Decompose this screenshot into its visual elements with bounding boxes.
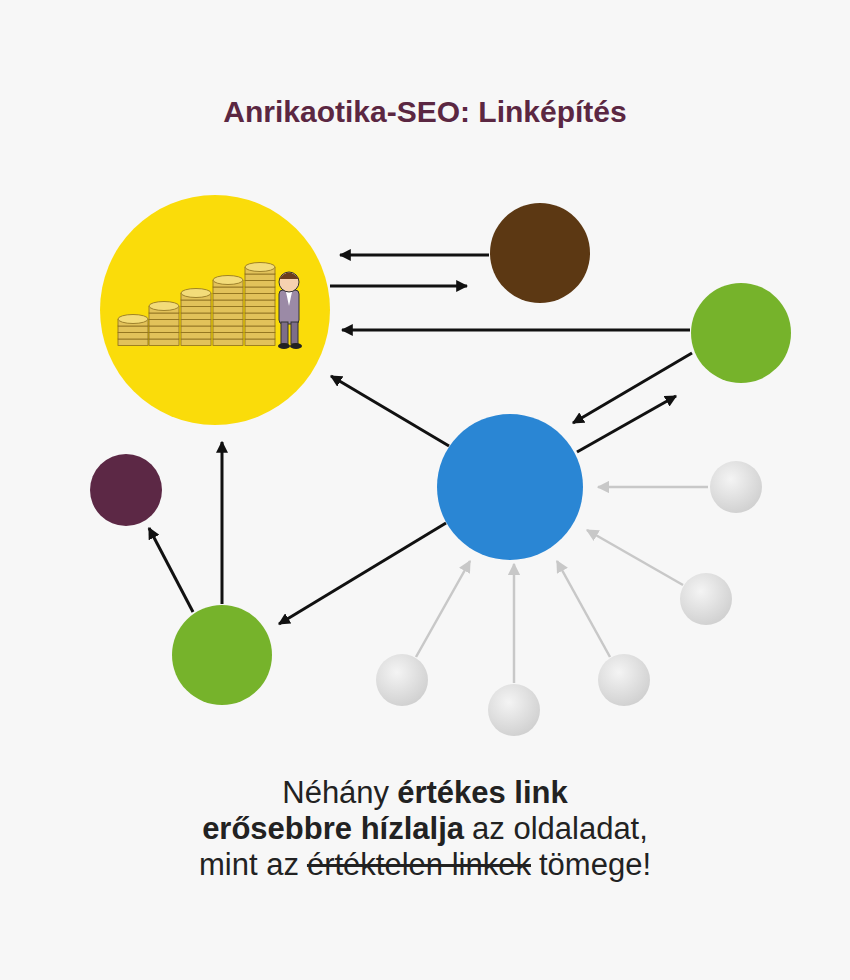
caption-text: Néhány <box>282 775 389 811</box>
caption-line: mint azértéktelen linkektömege! <box>0 847 850 883</box>
brown-site <box>490 203 590 303</box>
diagram-title: Anrikaotika-SEO: Linképítés <box>0 95 850 129</box>
caption-text: mint az <box>199 847 299 883</box>
strong-link-arrows <box>149 255 692 624</box>
green-site <box>691 283 791 383</box>
weak-sites <box>376 461 762 736</box>
caption-text: az oldaladat, <box>472 811 648 847</box>
target-site <box>100 195 330 425</box>
caption-text: erősebbre hízlalja <box>202 811 464 847</box>
caption-text: értékes link <box>397 775 568 811</box>
caption-text: tömege! <box>539 847 651 883</box>
coin-stacks <box>118 263 275 346</box>
purple-site <box>90 454 162 526</box>
caption-line: erősebbre hízlaljaaz oldaladat, <box>0 811 850 847</box>
blue-site <box>437 414 583 560</box>
caption-text: értéktelen linkek <box>307 847 531 883</box>
businessman <box>278 272 302 349</box>
caption-line: Néhányértékes link <box>0 775 850 811</box>
green-site <box>172 605 272 705</box>
